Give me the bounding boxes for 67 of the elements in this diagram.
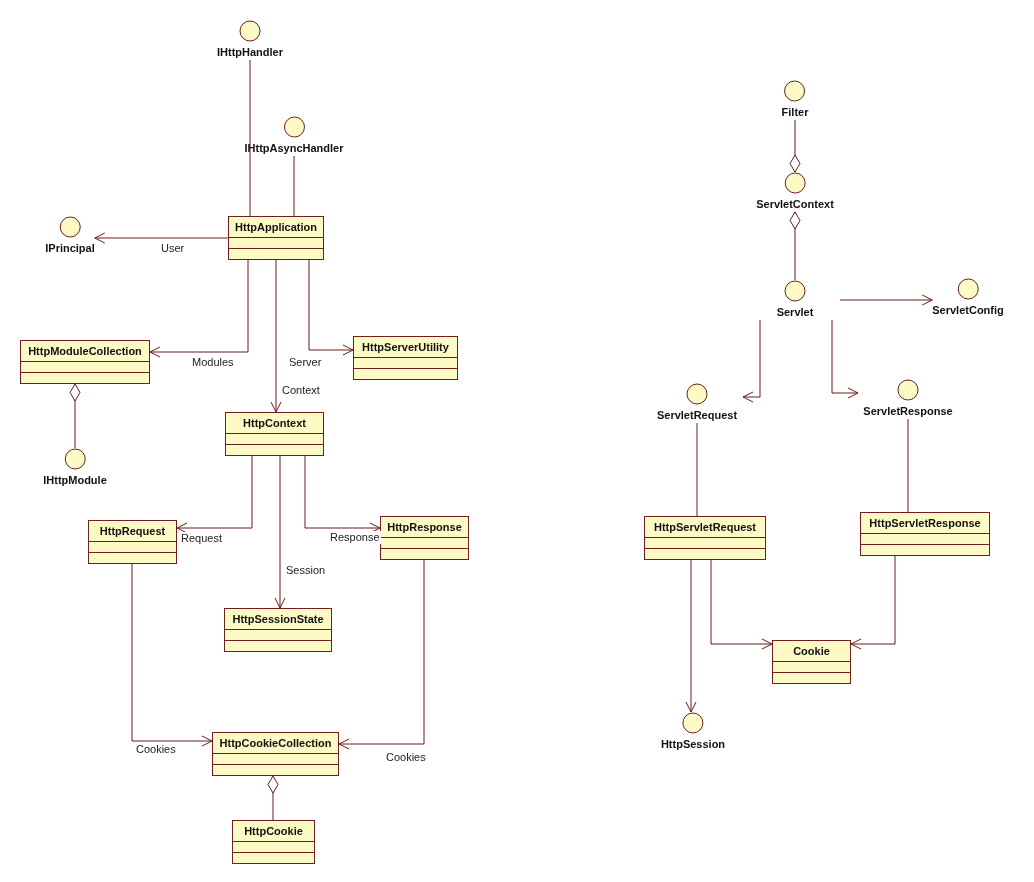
association-arrow xyxy=(94,232,229,244)
realization-line xyxy=(907,418,909,513)
class-box xyxy=(20,340,150,384)
edge-label: Response xyxy=(329,531,381,544)
class-name: HttpContext xyxy=(242,416,307,431)
class-name: HttpRequest xyxy=(98,524,167,539)
aggregation-connector xyxy=(267,775,279,821)
association-arrow xyxy=(270,259,282,413)
class-box xyxy=(228,216,324,260)
interface-name: IPrincipal xyxy=(45,242,95,255)
class-box xyxy=(644,516,766,560)
interface-name: Servlet xyxy=(776,306,814,319)
edge-label: Cookies xyxy=(135,743,177,756)
association-arrow xyxy=(176,455,253,534)
class-box xyxy=(88,520,177,564)
realization-line xyxy=(696,422,698,517)
association-arrow xyxy=(839,294,933,306)
interface-name: IHttpModule xyxy=(43,474,107,487)
class-name: Cookie xyxy=(792,644,831,659)
interface-name: IHttpHandler xyxy=(217,46,283,59)
class-box xyxy=(224,608,332,652)
class-box xyxy=(225,412,324,456)
association-arrow xyxy=(742,319,761,403)
association-arrow xyxy=(685,559,697,713)
association-arrow xyxy=(850,555,896,650)
edge-label: Modules xyxy=(191,356,235,369)
edge-label: Cookies xyxy=(385,751,427,764)
association-arrow xyxy=(149,259,249,358)
association-arrow xyxy=(304,455,381,534)
association-arrow xyxy=(308,259,354,356)
edge-label: User xyxy=(160,242,186,255)
class-box xyxy=(380,516,469,560)
class-name: HttpApplication xyxy=(234,220,318,235)
class-name: HttpCookieCollection xyxy=(218,736,333,751)
association-arrow xyxy=(274,455,286,609)
class-name: HttpServletRequest xyxy=(652,520,758,535)
aggregation-connector xyxy=(789,119,801,173)
class-name: HttpSessionState xyxy=(231,612,325,627)
edge-label: Request xyxy=(180,532,223,545)
edge-label: Server xyxy=(288,356,323,369)
class-name: HttpModuleCollection xyxy=(27,344,143,359)
edge-label: Session xyxy=(285,564,327,577)
realization-line xyxy=(249,59,251,217)
edge-label: Context xyxy=(281,384,321,397)
aggregation-connector xyxy=(789,211,801,281)
class-box xyxy=(772,640,851,684)
interface-name: Filter xyxy=(781,106,809,119)
class-box xyxy=(860,512,990,556)
interface-name: ServletContext xyxy=(756,198,834,211)
interface-name: ServletConfig xyxy=(932,304,1004,317)
class-box xyxy=(212,732,339,776)
interface-name: IHttpAsyncHandler xyxy=(244,142,344,155)
class-name: HttpServletResponse xyxy=(868,516,982,531)
class-name: HttpCookie xyxy=(243,824,304,839)
association-arrow xyxy=(831,319,859,399)
class-box xyxy=(232,820,315,864)
aggregation-connector xyxy=(69,383,81,449)
interface-name: ServletRequest xyxy=(656,409,738,422)
class-name: HttpResponse xyxy=(386,520,463,535)
class-name: HttpServerUtility xyxy=(361,340,450,355)
association-arrow xyxy=(710,559,773,650)
realization-line xyxy=(293,155,295,217)
interface-name: HttpSession xyxy=(660,738,726,751)
class-box xyxy=(353,336,458,380)
association-arrow xyxy=(131,563,213,747)
association-arrow xyxy=(338,559,425,750)
interface-name: ServletResponse xyxy=(863,405,953,418)
